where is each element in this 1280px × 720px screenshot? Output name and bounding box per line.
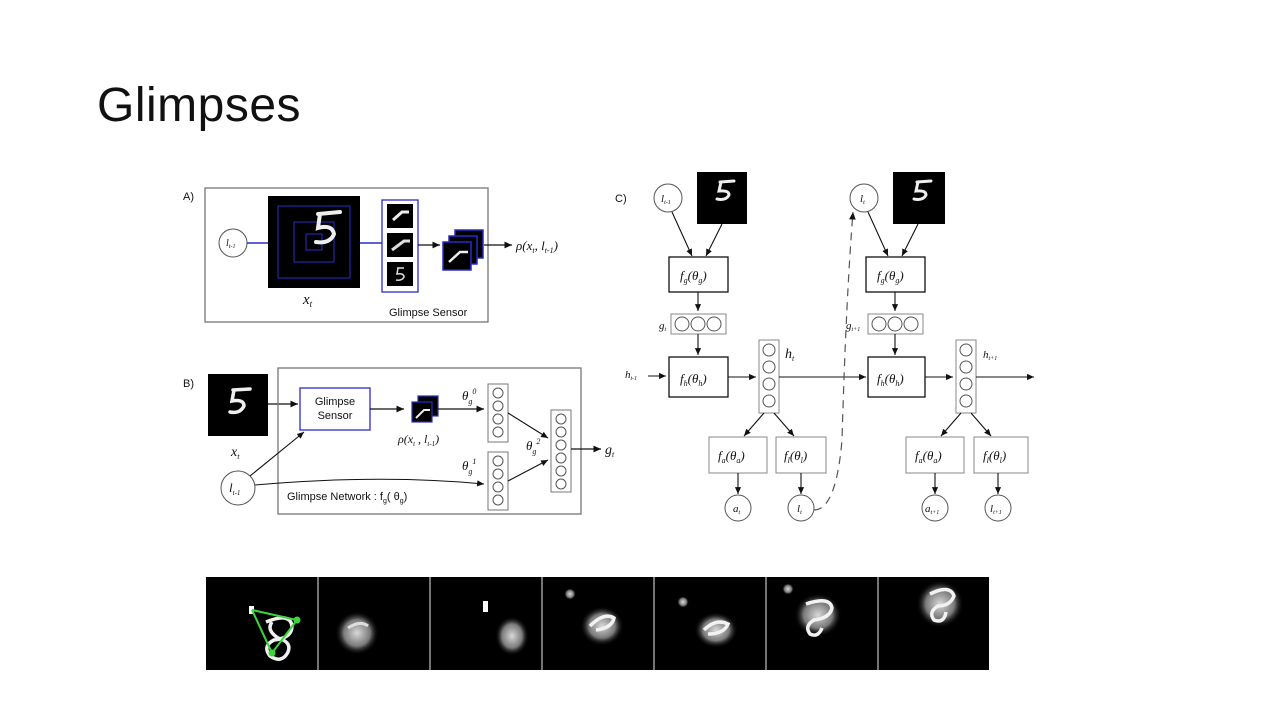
panel-c: C) lt-1 fg(θg) gt ht-1 fh(θh) ht fa(θa): [615, 172, 1034, 521]
theta0-unit: [493, 414, 503, 424]
h2-to-fa2-arrow: [941, 413, 961, 436]
theta2-label: θg2: [526, 437, 540, 456]
rho-output-label: ρ(xt, lt-1): [515, 238, 558, 255]
theta1-unit: [493, 456, 503, 466]
h2-to-fl2-arrow: [971, 413, 991, 436]
h-t-unit: [763, 361, 775, 373]
theta2-unit: [556, 479, 566, 489]
theta2-unit: [556, 427, 566, 437]
loc-input-node: [654, 184, 682, 212]
panel-b-label: B): [183, 378, 194, 390]
image-label-b: xt: [230, 445, 240, 461]
h-next-label: ht+1: [983, 349, 997, 362]
sensor-line-1: Glimpse: [315, 396, 355, 408]
location-node-2: [985, 495, 1011, 521]
loc-to-sensor-arrow: [250, 432, 304, 476]
glimpse-network-caption: Glimpse Network : fg( θg): [287, 491, 407, 505]
loc-node-b: [221, 471, 255, 505]
input-image-b: [208, 374, 268, 436]
sensor-line-2: Sensor: [318, 410, 353, 422]
fg-box-2: [866, 257, 925, 292]
fh-box: [669, 357, 728, 397]
frame3-mark: [483, 601, 488, 612]
frame6-faint-blob: [782, 583, 794, 595]
frame3-glimpse-blur: [495, 616, 529, 656]
fl-label-2: fl(θl): [983, 448, 1006, 465]
h-t-unit: [763, 344, 775, 356]
theta1-unit: [493, 469, 503, 479]
loc-to-fg2-arrow: [868, 212, 888, 256]
h-next-unit: [960, 378, 972, 390]
g-next-label: gt+1: [846, 320, 860, 333]
g-t-unit: [675, 317, 689, 331]
frame5-glimpse-blur: [694, 612, 738, 648]
image-to-fg2-arrow: [902, 224, 918, 256]
image-label: xt: [302, 292, 313, 309]
frame4-glimpse-blur: [580, 606, 624, 646]
h-t-label: ht: [785, 347, 795, 363]
theta2-unit: [556, 440, 566, 450]
theta0-unit: [493, 427, 503, 437]
theta0-unit: [493, 388, 503, 398]
theta1-unit: [493, 482, 503, 492]
glimpse-sensor-box: [300, 388, 370, 430]
loc-node: [219, 229, 247, 257]
h-next-unit: [960, 361, 972, 373]
theta2-unit: [556, 453, 566, 463]
theta1-unit: [493, 495, 503, 505]
panel-a: A) lt-1 xt ρ(xt, lt-1) Glimpse Sensor: [183, 188, 558, 322]
h-to-fa-arrow: [744, 413, 764, 436]
fl-label: fl(θl): [784, 448, 807, 465]
g-next-unit: [888, 317, 902, 331]
frame4-faint-blob: [564, 588, 576, 600]
image-to-fg-arrow: [706, 224, 722, 256]
loc-input-node-2: [850, 184, 878, 212]
glimpse-sequence-strip: [206, 577, 989, 670]
theta0-label: θg0: [462, 387, 476, 406]
h-to-fl-arrow: [774, 413, 794, 436]
theta2-unit: [556, 414, 566, 424]
loc-to-fg-arrow: [672, 212, 692, 256]
g-t-unit: [707, 317, 721, 331]
h-t-unit: [763, 395, 775, 407]
h-t-unit: [763, 378, 775, 390]
rho-label-b: ρ(xt , lt-1): [397, 432, 439, 448]
glimpse-crop-1: [387, 204, 413, 228]
g-next-unit: [872, 317, 886, 331]
frame2-glimpse-blur: [335, 611, 379, 655]
panel-b: B) xt Glimpse Sensor ρ(xt , lt-1) θg0 θg…: [183, 368, 615, 514]
fg-box: [669, 257, 728, 292]
frame1-glimpse-point: [269, 650, 276, 657]
theta1-label: θg1: [462, 457, 476, 476]
glimpse-sensor-caption: Glimpse Sensor: [389, 307, 468, 319]
g-t-unit: [691, 317, 705, 331]
frame5-faint-blob: [677, 596, 689, 608]
h-prev-label: ht-1: [625, 369, 637, 382]
h-next-unit: [960, 344, 972, 356]
panel-a-label: A): [183, 191, 194, 203]
output-label: gt: [605, 443, 615, 459]
g-next-unit: [904, 317, 918, 331]
location-node: [788, 495, 814, 521]
theta2-unit: [556, 466, 566, 476]
loc-to-theta1-arrow: [255, 479, 484, 485]
theta0-unit: [493, 401, 503, 411]
theta0-to-theta2-arrow: [508, 413, 548, 438]
frame1-glimpse-point: [294, 617, 301, 624]
theta1-to-theta2-arrow: [508, 460, 548, 481]
panel-c-label: C): [615, 193, 627, 205]
g-t-label: gt: [659, 320, 667, 333]
h-next-unit: [960, 395, 972, 407]
